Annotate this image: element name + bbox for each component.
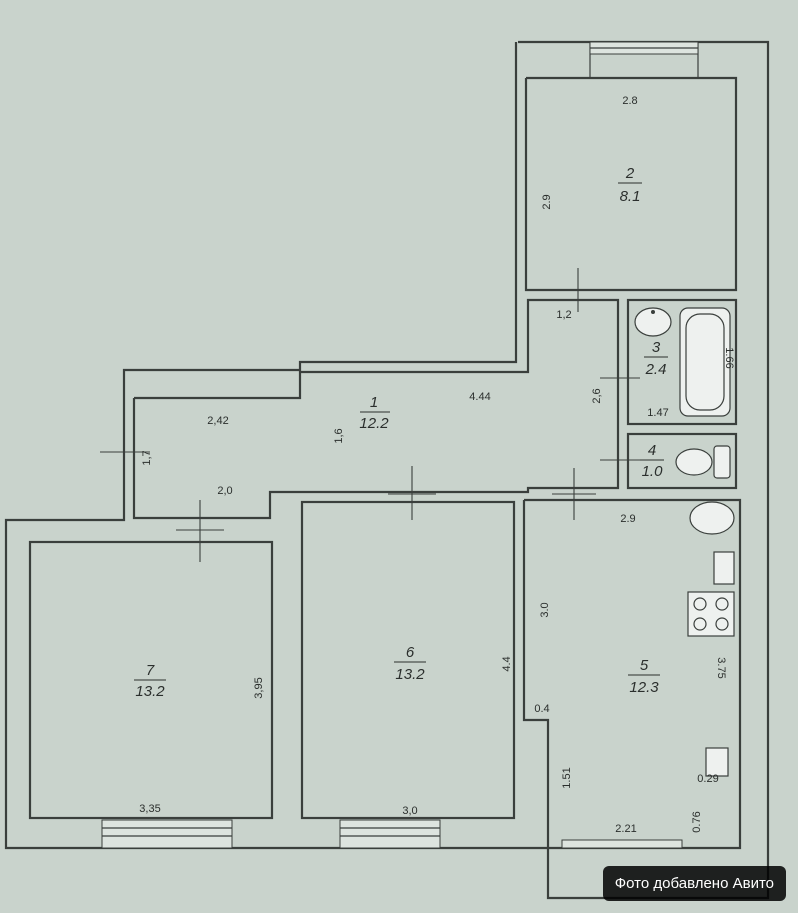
room-label-5: 5 12.3 xyxy=(628,657,660,696)
room-area-5: 12.3 xyxy=(629,679,659,696)
room-label-2: 2 8.1 xyxy=(618,165,642,205)
dim-hall-left: 2,42 xyxy=(207,415,228,427)
dim-r5-small: 0.29 xyxy=(697,773,718,785)
room-number-1: 1 xyxy=(370,394,378,411)
room-7-walls xyxy=(28,540,274,849)
dim-r7-width: 3,35 xyxy=(139,803,160,815)
bathroom-sink xyxy=(634,307,672,337)
room-6-walls xyxy=(300,500,516,849)
dim-r3-width: 1.47 xyxy=(647,407,668,419)
dim-r5-depth: 3.0 xyxy=(539,602,551,617)
room-4-walls xyxy=(626,432,738,490)
room-number-5: 5 xyxy=(640,657,649,674)
stove xyxy=(687,591,735,637)
dim-r5-niche: 0.4 xyxy=(534,703,549,715)
dim-r5-bottom: 2.21 xyxy=(615,823,636,835)
room-number-3: 3 xyxy=(652,339,661,356)
dim-r7-depth: 3,95 xyxy=(253,677,265,698)
dimension-labels: 2.8 2.9 1,2 1.66 1.47 2,6 4.44 2,42 1,6 … xyxy=(139,95,735,835)
kitchen-sink xyxy=(689,501,735,535)
room-area-1: 12.2 xyxy=(359,415,389,432)
dim-r6-width: 3,0 xyxy=(402,805,417,817)
doors xyxy=(100,268,640,562)
dim-corridor-small: 1,2 xyxy=(556,309,571,321)
dim-hall-depth: 1,6 xyxy=(333,428,345,443)
room-number-7: 7 xyxy=(146,662,155,679)
dim-r3-height: 1.66 xyxy=(723,347,735,368)
room-number-4: 4 xyxy=(648,442,656,459)
room-5-walls xyxy=(522,498,742,850)
room-area-3: 2.4 xyxy=(645,361,667,378)
room-1-walls xyxy=(132,298,620,520)
dim-r2-depth: 2.9 xyxy=(541,194,553,209)
room-area-2: 8.1 xyxy=(620,188,641,205)
room-label-4: 4 1.0 xyxy=(640,442,664,480)
dim-r5-width: 2.9 xyxy=(620,513,635,525)
room-number-2: 2 xyxy=(625,165,635,182)
dim-r2-width: 2.8 xyxy=(622,95,637,107)
window-room-7 xyxy=(101,819,233,849)
room-area-7: 13.2 xyxy=(135,683,165,700)
dim-hall-end: 1,7 xyxy=(141,450,153,465)
room-label-7: 7 13.2 xyxy=(134,662,166,700)
avito-watermark: Фото добавлено Авито xyxy=(602,866,786,901)
room-label-1: 1 12.2 xyxy=(359,394,390,432)
room-label-6: 6 13.2 xyxy=(394,644,426,683)
dim-r5-right: 3.75 xyxy=(715,657,727,678)
toilet xyxy=(675,448,713,476)
room-3-walls xyxy=(626,298,738,426)
kitchen-cabinet xyxy=(713,551,735,585)
dim-hall-bottom: 2,0 xyxy=(217,485,232,497)
room-number-6: 6 xyxy=(406,644,415,661)
window-room-5 xyxy=(561,839,683,849)
kitchen-column xyxy=(705,747,729,777)
dim-r5-corner: 0.76 xyxy=(691,811,703,832)
window-room-6 xyxy=(339,819,441,849)
room-label-3: 3 2.4 xyxy=(644,339,668,378)
dim-r3-door-side: 2,6 xyxy=(591,388,603,403)
room-area-6: 13.2 xyxy=(395,666,425,683)
dim-hall-length: 4.44 xyxy=(469,391,490,403)
dim-r6-depth: 4.4 xyxy=(501,656,513,671)
room-area-4: 1.0 xyxy=(642,463,664,480)
dim-r5-lower: 1.51 xyxy=(561,767,573,788)
